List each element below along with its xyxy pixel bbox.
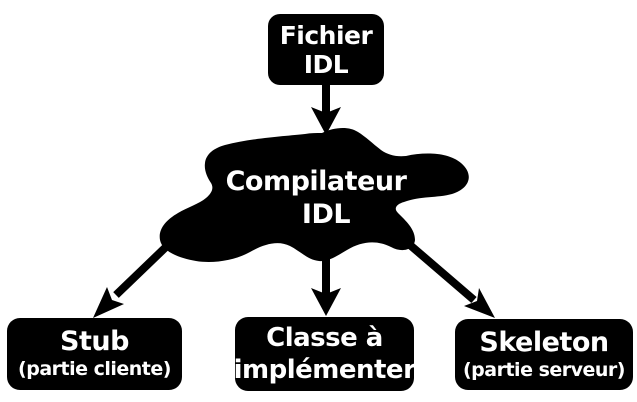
stub-subtitle: (partie cliente) [18,358,171,380]
arrow-head [93,287,124,318]
node-classe-a-implementer: Classe à implémenter [233,317,416,391]
compilateur-blob-shape [159,127,469,262]
arrow-head [311,288,341,316]
arrow-head [464,288,495,318]
arrow-shaft [400,235,477,304]
arrow-compilateur-to-skeleton [400,235,495,318]
fichier-label-line1: Fichier [279,20,373,50]
skeleton-title: Skeleton [479,326,609,358]
arrow-compilateur-to-classe [311,256,341,316]
skeleton-subtitle: (partie serveur) [463,358,626,381]
classe-label-line1: Classe à [266,323,383,353]
classe-label-line2: implémenter [233,355,416,385]
node-stub: Stub (partie cliente) [7,318,182,390]
node-skeleton: Skeleton (partie serveur) [455,319,633,390]
arrow-fichier-to-compilateur [311,84,341,135]
arrow-compilateur-to-stub [93,242,171,318]
stub-title: Stub [60,326,129,357]
node-fichier-idl: Fichier IDL [268,14,384,85]
fichier-label-line2: IDL [303,49,349,79]
arrow-shaft [113,242,171,298]
arrow-head [311,107,341,135]
